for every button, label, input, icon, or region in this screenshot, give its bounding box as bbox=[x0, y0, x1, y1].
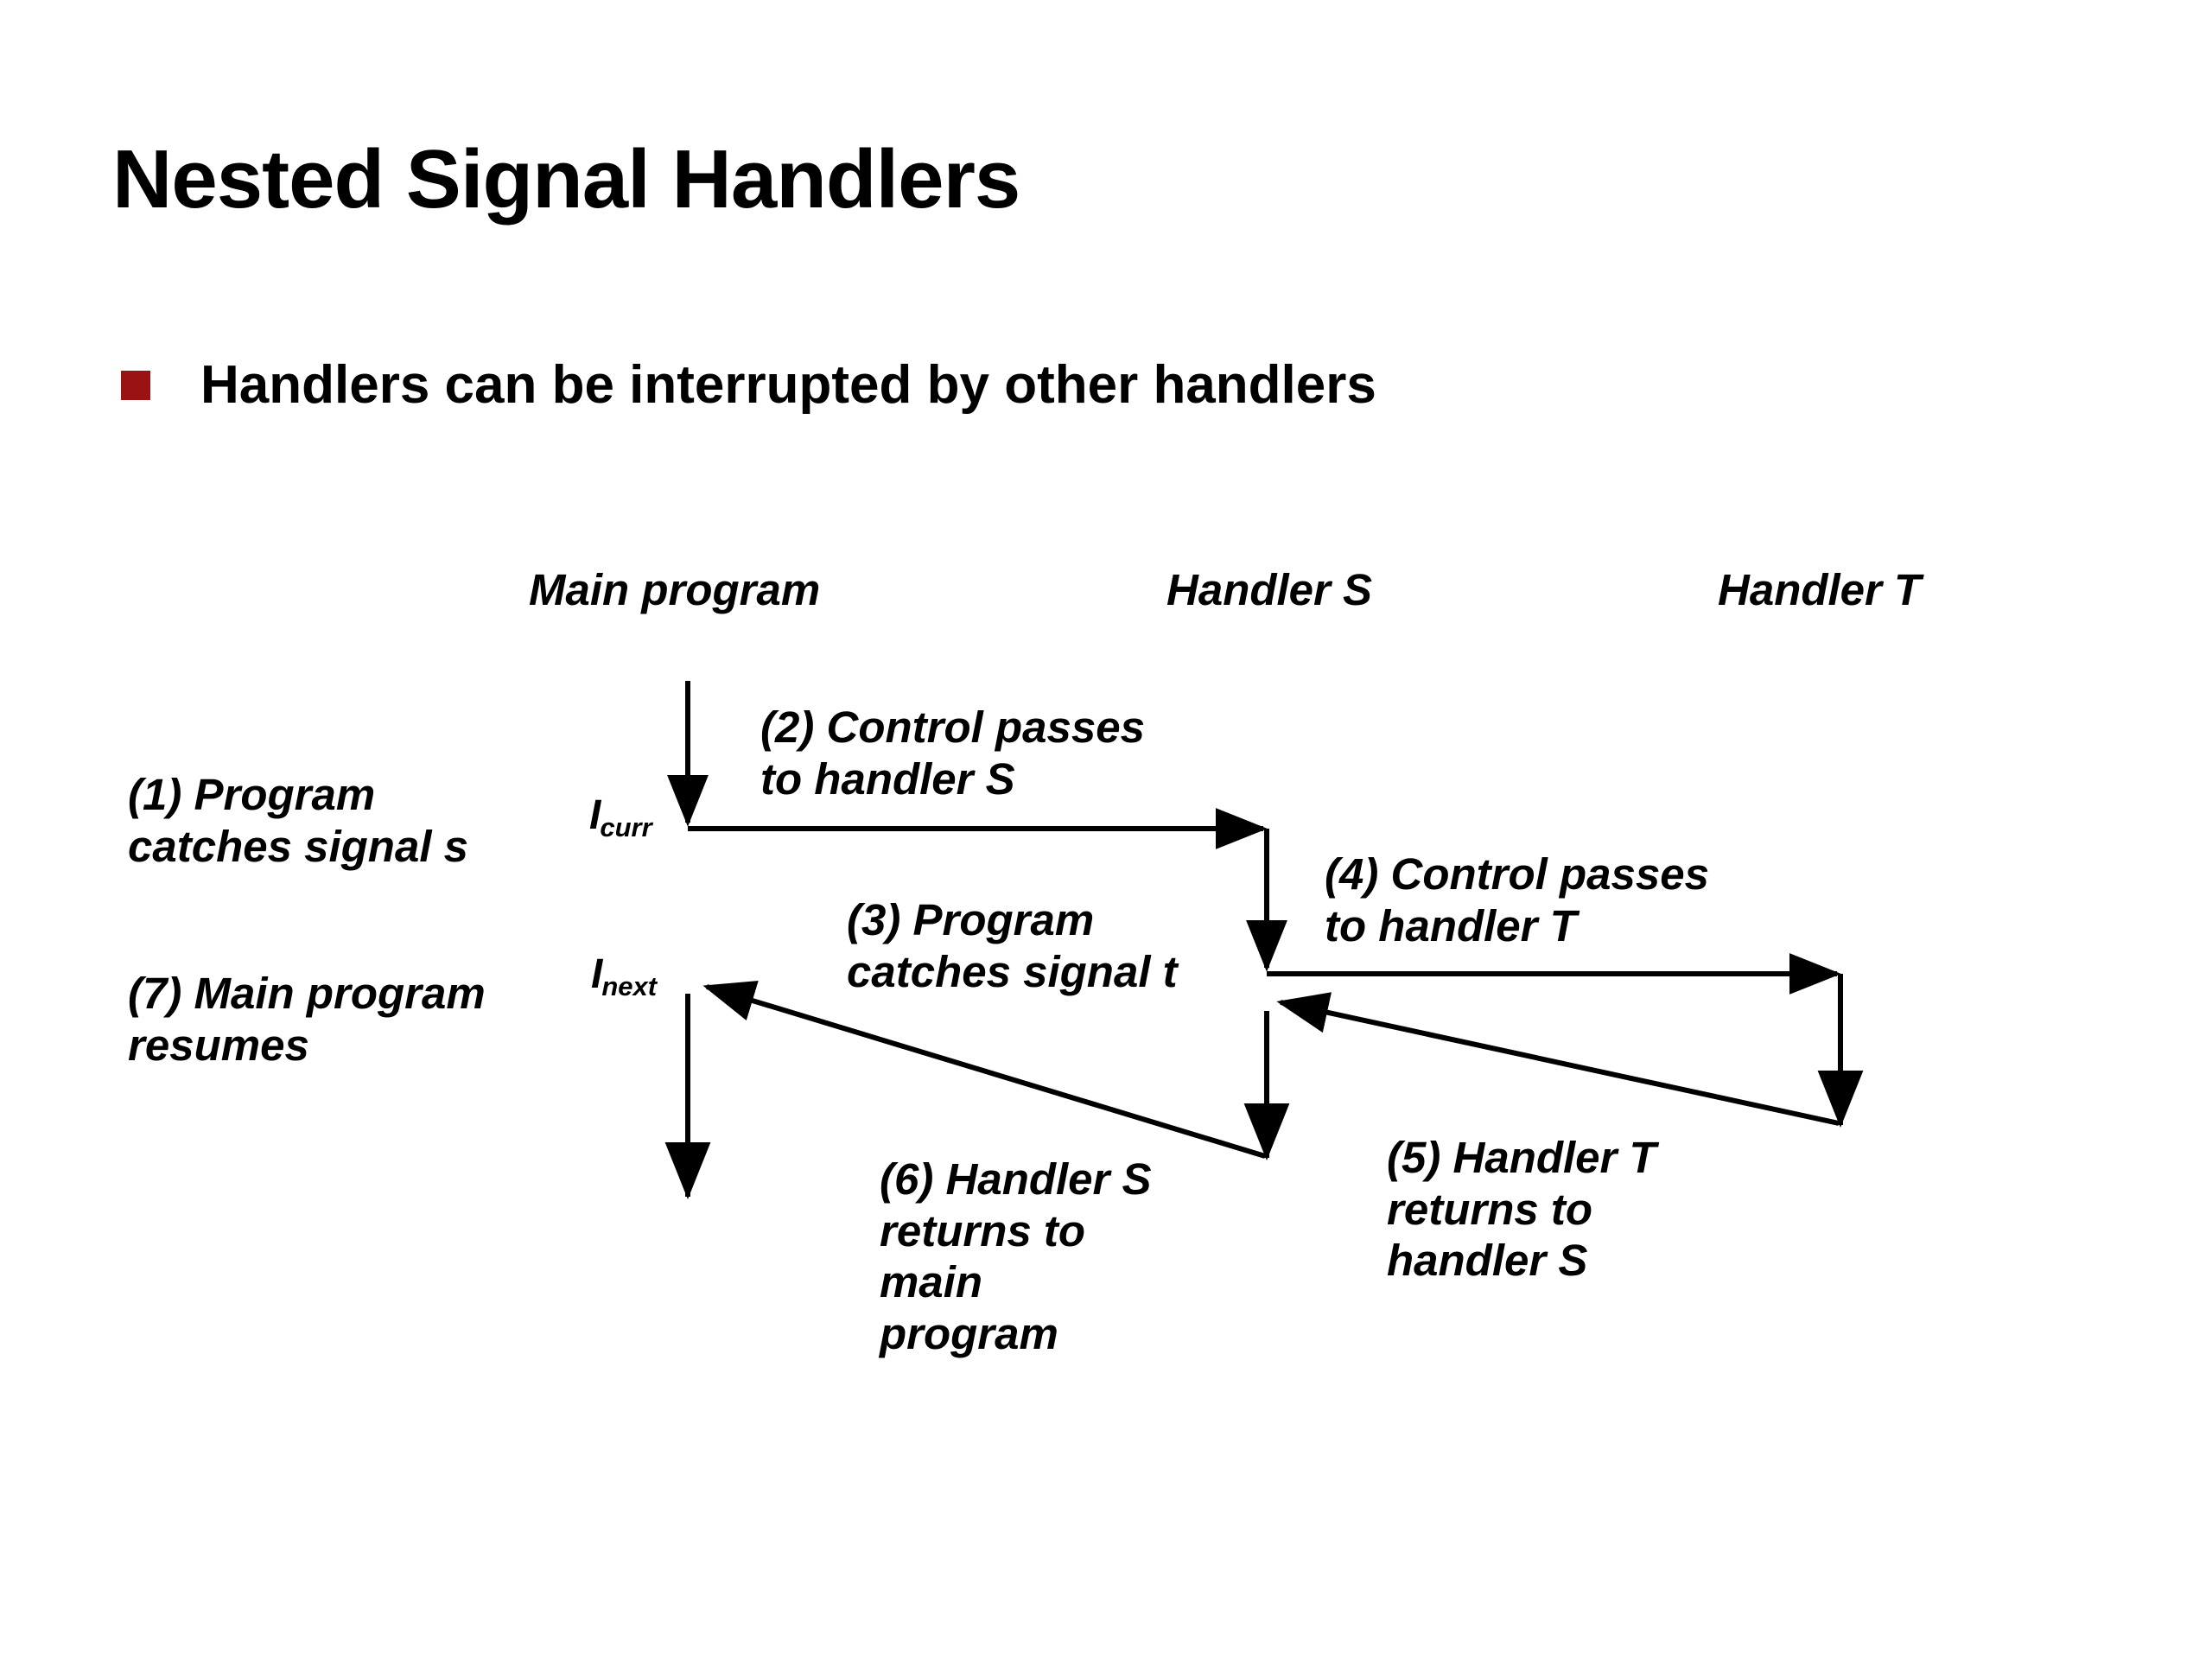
arrow-handler-t-returns-to-handler-s bbox=[1276, 992, 1840, 1126]
column-header-main-program: Main program bbox=[529, 565, 821, 614]
bullet-item-label: Handlers can be interrupted by other han… bbox=[200, 355, 1376, 415]
label-i-curr: Icurr bbox=[589, 792, 653, 842]
i-next-subscript: next bbox=[601, 971, 658, 1001]
i-next-base: I bbox=[591, 951, 603, 997]
square-bullet-icon bbox=[121, 371, 150, 400]
step-label-4: (4) Control passes to handler T bbox=[1325, 849, 1709, 950]
i-curr-base: I bbox=[589, 792, 601, 838]
column-header-handler-s: Handler S bbox=[1166, 565, 1373, 614]
page-title: Nested Signal Handlers bbox=[112, 133, 1020, 226]
column-header-handler-t: Handler T bbox=[1718, 565, 1922, 614]
arrow-handler-s-returns-to-main bbox=[702, 981, 1266, 1159]
i-curr-subscript: curr bbox=[600, 812, 652, 842]
step-label-5: (5) Handler T returns to handler S bbox=[1387, 1133, 1656, 1286]
label-i-next: Inext bbox=[591, 951, 658, 1001]
step-label-6: (6) Handler S returns to main program bbox=[880, 1154, 1152, 1358]
step-label-3: (3) Program catches signal t bbox=[847, 895, 1178, 996]
step-label-7: (7) Main program resumes bbox=[128, 969, 486, 1070]
step-label-1: (1) Program catches signal s bbox=[128, 770, 469, 871]
step-label-2: (2) Control passes to handler S bbox=[760, 702, 1145, 804]
bullet-item: Handlers can be interrupted by other han… bbox=[121, 359, 1376, 412]
